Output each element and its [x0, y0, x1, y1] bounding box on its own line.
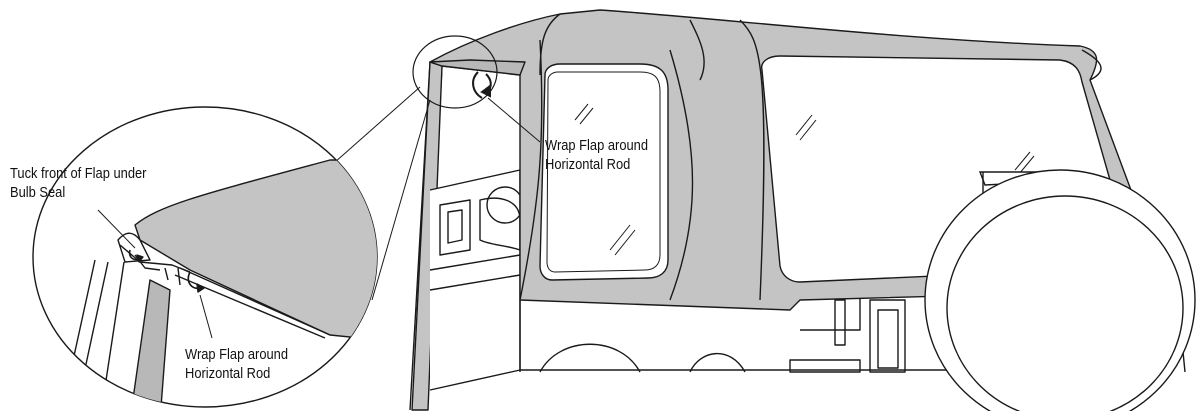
detail-focus-circle	[413, 36, 497, 108]
callout-tuck-front-line2: Bulb Seal	[10, 183, 146, 202]
wrap-arrow-top	[473, 72, 491, 98]
callout-wrap-top-line1: Wrap Flap around	[545, 136, 648, 155]
callout-wrap-top: Wrap Flap around Horizontal Rod	[545, 136, 648, 174]
callout-wrap-bottom: Wrap Flap around Horizontal Rod	[185, 345, 288, 383]
callout-wrap-bottom-line2: Horizontal Rod	[185, 364, 288, 383]
callout-tuck-front-line1: Tuck front of Flap under	[10, 164, 146, 183]
callout-wrap-bottom-line1: Wrap Flap around	[185, 345, 288, 364]
callout-tuck-front: Tuck front of Flap under Bulb Seal	[10, 164, 146, 202]
callout-wrap-top-line2: Horizontal Rod	[545, 155, 648, 174]
